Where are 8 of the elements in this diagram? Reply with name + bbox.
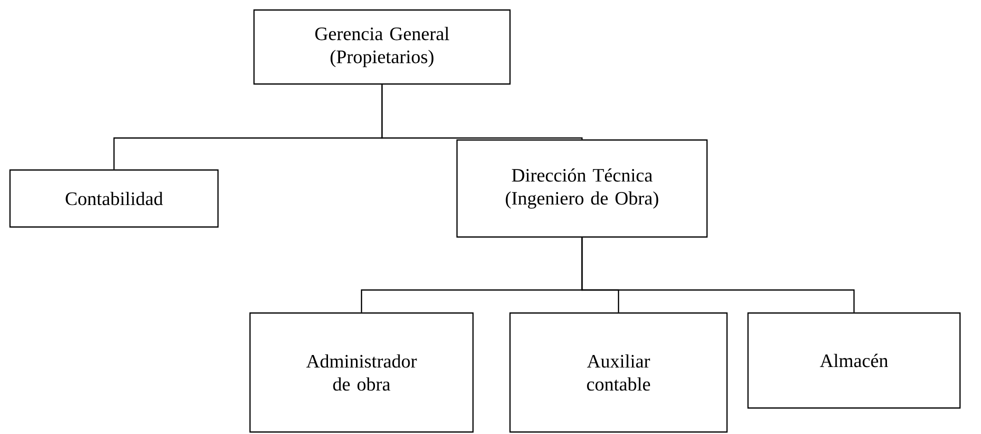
connector-line [381, 84, 583, 140]
org-box: Gerencia General (Propietarios) [253, 9, 511, 85]
org-box: Auxiliar contable [509, 312, 728, 433]
org-box: Contabilidad [9, 169, 219, 228]
org-box: Administrador de obra [249, 312, 474, 433]
org-box: Almacén [747, 312, 961, 409]
connector-line [581, 238, 855, 312]
org-box: Dirección Técnica (Ingeniero de Obra) [456, 139, 708, 238]
